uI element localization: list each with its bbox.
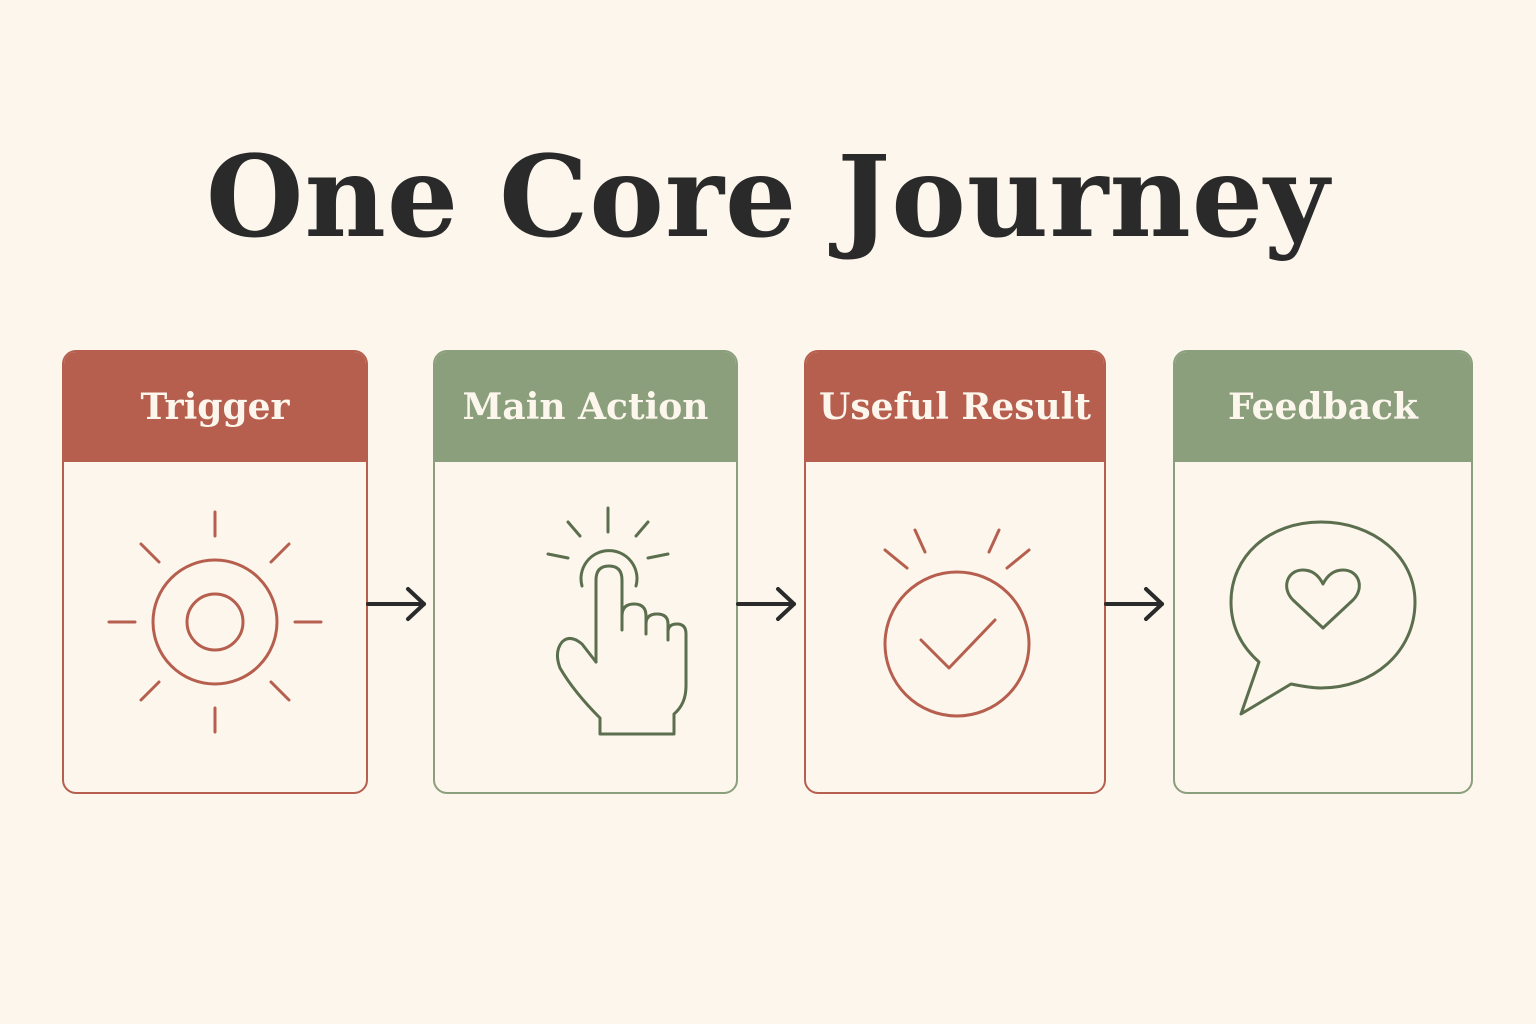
arrow-right-icon <box>366 587 426 621</box>
step-label-main-action: Main Action <box>462 386 709 428</box>
arrow-right-icon <box>1104 587 1164 621</box>
step-label-useful-result: Useful Result <box>818 386 1091 428</box>
step-header-trigger: Trigger <box>64 352 366 462</box>
step-header-useful-result: Useful Result <box>806 352 1104 462</box>
step-card-useful-result: Useful Result <box>804 350 1106 794</box>
step-header-main-action: Main Action <box>435 352 736 462</box>
tap-hand-icon <box>546 506 687 736</box>
step-header-feedback: Feedback <box>1175 352 1471 462</box>
step-card-feedback: Feedback <box>1173 350 1473 794</box>
arrow-right-icon <box>736 587 796 621</box>
step-label-trigger: Trigger <box>140 386 290 428</box>
step-label-feedback: Feedback <box>1228 386 1418 428</box>
checkmark-circle-icon <box>883 528 1031 718</box>
diagram-title: One Core Journey <box>205 132 1331 263</box>
step-card-trigger: Trigger <box>62 350 368 794</box>
heart-speech-bubble-icon <box>1229 520 1417 716</box>
step-card-main-action: Main Action <box>433 350 738 794</box>
sun-icon <box>107 510 323 734</box>
